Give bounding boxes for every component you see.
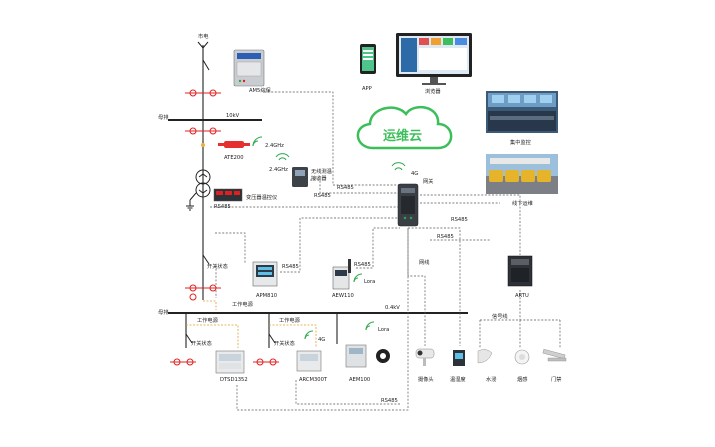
network-label: 网线 bbox=[419, 258, 429, 266]
city-power-label: 市电 bbox=[198, 32, 208, 40]
busbar-top-label: 母排 bbox=[158, 113, 168, 121]
kv10-label: 10kV bbox=[226, 113, 240, 119]
signal-line-label: 信号线 bbox=[492, 312, 508, 320]
work-power-1-label: 工作电源 bbox=[232, 300, 254, 308]
work-power-lines bbox=[186, 300, 317, 348]
hv-switch-symbol bbox=[202, 59, 210, 71]
wifi-icon-ate bbox=[252, 136, 263, 147]
central-monitor-photo bbox=[486, 91, 558, 133]
lora-1-label: Lora bbox=[364, 279, 375, 285]
cloud-shape bbox=[356, 105, 453, 150]
work-power-2-label: 工作电源 bbox=[197, 316, 219, 324]
aew110-label: AEW110 bbox=[332, 293, 354, 299]
dtsd-label: DTSD1352 bbox=[220, 377, 248, 383]
wifi-icon-4g-meter bbox=[304, 330, 314, 340]
transformer-temp-device bbox=[213, 188, 243, 202]
rs485-c-label: RS485 bbox=[214, 204, 231, 210]
protection-label: AM5综保 bbox=[249, 86, 272, 94]
switch-state-symbol-1 bbox=[202, 254, 210, 265]
transformer-temp-label: 变压器温控仪 bbox=[246, 193, 277, 201]
rs485-e-label: RS485 bbox=[437, 234, 454, 240]
door-label: 门禁 bbox=[551, 375, 561, 383]
kv04-label: 0.4kV bbox=[385, 305, 400, 311]
switch-state-symbol-2 bbox=[185, 333, 276, 344]
temp-hum-device bbox=[453, 350, 465, 366]
ate200-sensor bbox=[201, 141, 250, 148]
wifi-icon-lora-2 bbox=[365, 321, 375, 331]
offline-maint-photo bbox=[486, 154, 558, 194]
red-ct-lower bbox=[170, 358, 279, 366]
aew110-device bbox=[332, 259, 351, 290]
ate200-label: ATE200 bbox=[224, 155, 244, 161]
rs485-a-label: RS485 bbox=[337, 185, 354, 191]
camera-device bbox=[415, 348, 435, 366]
wifi-icon-lora-1 bbox=[353, 273, 363, 283]
transformer-symbol bbox=[186, 169, 211, 211]
red-ct-top bbox=[185, 89, 221, 97]
lora-2-label: Lora bbox=[378, 327, 389, 333]
apm810-label: APM810 bbox=[256, 293, 277, 299]
comm-lines bbox=[210, 91, 561, 411]
smoke-label: 烟感 bbox=[517, 375, 527, 383]
work-power-3-label: 工作电源 bbox=[279, 316, 301, 324]
rs485-b-label: RS485 bbox=[314, 193, 331, 199]
rs485-bottom-label: RS485 bbox=[381, 398, 398, 404]
wireless-receiver-device bbox=[292, 167, 308, 187]
app-label: APP bbox=[362, 86, 372, 92]
wifi-icon-receiver bbox=[275, 153, 290, 161]
gateway-label: 网关 bbox=[423, 177, 433, 185]
switch-state-2-label: 开关状态 bbox=[191, 339, 212, 347]
g4-cloud-label: 4G bbox=[411, 171, 418, 177]
arcm300t-device bbox=[296, 350, 322, 372]
wireless-receiver-label-1: 无线测温 bbox=[311, 167, 332, 175]
cloud-label: 运维云 bbox=[383, 128, 422, 144]
aem100-device bbox=[345, 344, 390, 368]
dtsd1352-device bbox=[215, 350, 245, 374]
switch-state-3-label: 开关状态 bbox=[274, 339, 295, 347]
artu-device bbox=[507, 255, 533, 287]
red-ct-apm bbox=[185, 284, 221, 301]
water-label: 水浸 bbox=[486, 375, 496, 383]
water-sensor-device bbox=[477, 349, 493, 364]
apm810-device bbox=[252, 261, 278, 287]
rs485-g-label: RS485 bbox=[354, 262, 371, 268]
browser-label: 浏览器 bbox=[425, 87, 441, 95]
artu-label: ARTU bbox=[515, 293, 529, 299]
offline-maint-label: 线下运维 bbox=[512, 199, 533, 207]
g4-meter-label: 4G bbox=[318, 337, 325, 343]
arcm-label: ARCM300T bbox=[299, 377, 328, 383]
switch-state-1-label: 开关状态 bbox=[207, 262, 228, 270]
aem100-label: AEM100 bbox=[349, 377, 370, 383]
rs485-f-label: RS485 bbox=[282, 264, 299, 270]
browser-monitor bbox=[396, 33, 472, 85]
wireless-24-b-label: 2.4GHz bbox=[269, 167, 288, 173]
power-lines bbox=[168, 45, 468, 348]
door-sensor-device bbox=[542, 348, 567, 362]
am5-protection-device bbox=[233, 49, 265, 87]
app-phone bbox=[360, 44, 376, 74]
city-power-symbol bbox=[197, 41, 209, 49]
red-ct-under-bus bbox=[185, 127, 221, 135]
wireless-receiver-label-2: 接收器 bbox=[311, 174, 327, 182]
busbar-bottom-label: 母排 bbox=[158, 308, 168, 316]
gateway-device bbox=[397, 183, 419, 227]
rs485-d-label: RS485 bbox=[451, 217, 468, 223]
camera-label: 摄像头 bbox=[418, 375, 434, 383]
wifi-icon-cloud bbox=[391, 162, 406, 171]
wireless-24-a-label: 2.4GHz bbox=[265, 143, 284, 149]
smoke-sensor-device bbox=[514, 349, 530, 365]
central-monitor-label: 集中监控 bbox=[510, 138, 531, 146]
temp-hum-label: 温湿度 bbox=[450, 375, 466, 383]
